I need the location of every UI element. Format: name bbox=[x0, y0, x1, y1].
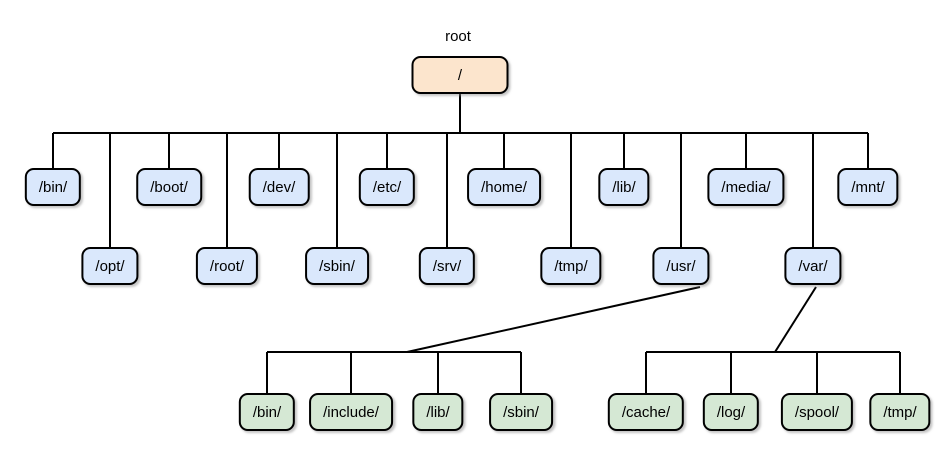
node-srv: /srv/ bbox=[418, 247, 476, 285]
root-caption: root bbox=[445, 28, 471, 45]
node-var-spool: /spool/ bbox=[780, 393, 854, 431]
connector-row1-drops bbox=[52, 133, 869, 168]
node-bin: /bin/ bbox=[24, 168, 82, 206]
node-usr: /usr/ bbox=[652, 247, 710, 285]
node-var-log: /log/ bbox=[702, 393, 760, 431]
node-boot: /boot/ bbox=[136, 168, 202, 206]
node-home: /home/ bbox=[467, 168, 541, 206]
node-sbin: /sbin/ bbox=[305, 247, 369, 285]
node-usr-sbin: /sbin/ bbox=[489, 393, 553, 431]
node-usr-lib: /lib/ bbox=[412, 393, 464, 431]
node-dev: /dev/ bbox=[248, 168, 310, 206]
connector-usr-diagonal bbox=[406, 286, 701, 353]
node-var-cache: /cache/ bbox=[607, 393, 685, 431]
node-usr-include: /include/ bbox=[309, 393, 393, 431]
node-etc: /etc/ bbox=[358, 168, 416, 206]
node-lib: /lib/ bbox=[598, 168, 650, 206]
connector-usr-drops bbox=[266, 352, 522, 393]
node-mnt: /mnt/ bbox=[837, 168, 899, 206]
connector-row2-drops bbox=[109, 133, 814, 247]
node-tmp: /tmp/ bbox=[540, 247, 602, 285]
node-filesystem-root: / bbox=[411, 56, 509, 94]
connector-var-diagonal bbox=[774, 286, 817, 353]
node-usr-bin: /bin/ bbox=[238, 393, 296, 431]
node-root: /root/ bbox=[195, 247, 259, 285]
connector-var-drops bbox=[645, 352, 901, 393]
node-var-tmp: /tmp/ bbox=[869, 393, 931, 431]
node-var: /var/ bbox=[784, 247, 842, 285]
node-media: /media/ bbox=[707, 168, 785, 206]
node-opt: /opt/ bbox=[81, 247, 139, 285]
